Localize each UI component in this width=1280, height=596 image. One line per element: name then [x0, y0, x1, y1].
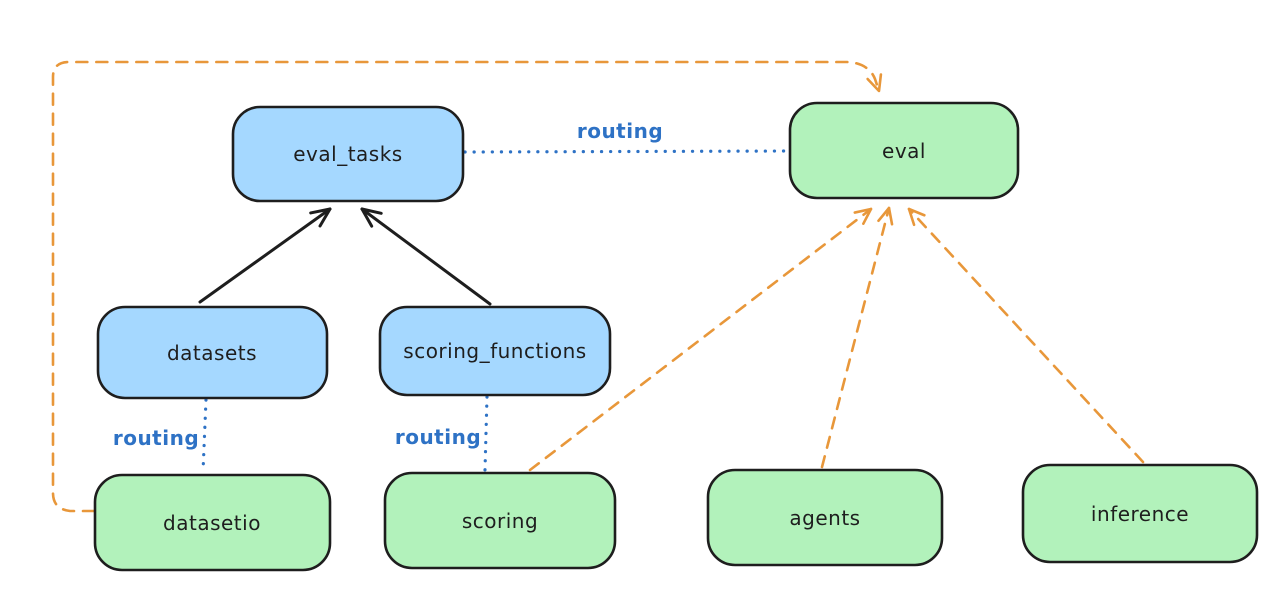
- edges: [51, 60, 1145, 513]
- node-datasets: datasets: [96, 305, 329, 400]
- routing-label-left: routing: [113, 426, 199, 450]
- edge-scoring-functions-to-scoring: [483, 395, 489, 472]
- node-datasetio: datasetio: [93, 473, 332, 572]
- node-scoring-functions: scoring_functions: [378, 305, 612, 397]
- edge-scoring-functions-to-eval-tasks: [360, 207, 492, 306]
- edge-datasets-to-datasetio: [201, 398, 208, 474]
- routing-label-middle: routing: [395, 425, 481, 449]
- node-inference-label: inference: [1091, 502, 1189, 526]
- routing-label-top: routing: [577, 119, 663, 143]
- node-datasets-box: [96, 305, 329, 400]
- edge-datasetio-to-eval-loop: [51, 60, 883, 513]
- node-eval-label: eval: [882, 139, 926, 163]
- node-scoring-functions-label: scoring_functions: [403, 339, 586, 363]
- node-datasets-label: datasets: [167, 341, 257, 365]
- node-datasetio-label: datasetio: [163, 511, 261, 535]
- node-agents-label: agents: [789, 506, 860, 530]
- edge-eval-tasks-to-eval: [463, 149, 790, 154]
- node-scoring: scoring: [383, 471, 617, 570]
- node-scoring-functions-box: [378, 305, 612, 397]
- node-inference-box: [1021, 463, 1259, 564]
- node-eval: eval: [788, 101, 1020, 200]
- edge-inference-to-eval: [907, 207, 1145, 464]
- node-scoring-box: [383, 471, 617, 570]
- node-datasetio-box: [93, 473, 332, 572]
- edge-datasets-to-eval-tasks: [198, 207, 332, 304]
- node-inference: inference: [1021, 463, 1259, 564]
- node-agents-box: [706, 468, 944, 567]
- node-eval-tasks-label: eval_tasks: [293, 142, 402, 166]
- node-eval-tasks-box: [231, 105, 465, 203]
- edge-agents-to-eval: [820, 206, 894, 469]
- node-agents: agents: [706, 468, 944, 567]
- node-eval-tasks: eval_tasks: [231, 105, 465, 203]
- node-scoring-label: scoring: [462, 509, 538, 533]
- node-eval-box: [788, 101, 1020, 200]
- edge-scoring-to-eval: [528, 207, 873, 472]
